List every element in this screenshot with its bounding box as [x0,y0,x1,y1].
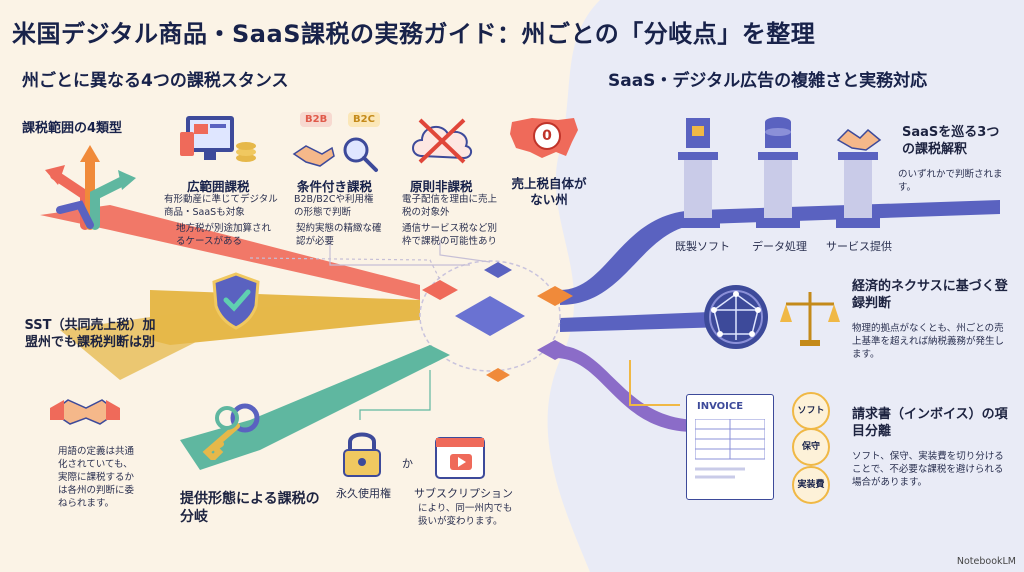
or-label: か [402,457,413,470]
devices-icon [180,116,256,162]
footer-brand: NotebookLM [956,556,1016,567]
keys-icon [202,403,260,460]
type-conditional-body: B2B/B2Cや利用権の形態で判断 [294,194,374,218]
nexus-title: 経済的ネクサスに基づく登録判断 [852,279,1008,311]
subscription-note: により、同一州内でも扱いが変わります。 [418,503,513,527]
type-exempt-body: 電子配信を理由に売上税の対象外 [402,194,498,218]
type-exempt-note: 通信サービス税など別枠で課税の可能性あり [402,223,498,247]
type-exempt-title: 原則非課税 [410,179,473,194]
shield-check-icon [212,272,260,330]
type-conditional-note: 契約実態の精緻な確認が必要 [296,223,382,247]
type-wide-title: 広範囲課税 [187,179,250,194]
right-section-heading: SaaS・デジタル広告の複雑さと実務対応 [608,71,928,91]
branch-arrows-icon [45,145,136,230]
invoice-table-lines [695,419,765,479]
type-wide-note: 地方税が別途加算されるケースがある [176,223,272,247]
saas-title: SaaSを巡る3つの課税解釈 [902,125,1000,157]
invoice-body: ソフト、保守、実装費を切り分けることで、不必要な課税を避けられる場合があります。 [852,451,1004,488]
scope-label: 課税範囲の4類型 [22,121,123,136]
sst-body: 用語の定義は共通化されていても、実際に課税するかは各州の判断に委ねられます。 [58,446,135,509]
sst-title: SST（共同売上税）加盟州でも課税判断は別 [24,318,156,350]
type-conditional-title: 条件付き課税 [297,179,373,194]
left-section-heading: 州ごとに異なる4つの課税スタンス [22,71,289,91]
network-scale-icon [704,285,840,349]
page-title: 米国デジタル商品・SaaS課税の実務ガイド：州ごとの「分岐点」を整理 [12,20,816,48]
invoice-item-implementation: 実装費 [792,466,830,504]
b2c-badge: B2C [348,112,380,127]
type-wide-body: 有形動産に準じてデジタル商品・SaaSも対象 [164,194,278,218]
invoice-item-maintenance: 保守 [792,428,830,466]
invoice-title: 請求書（インボイス）の項目分離 [852,407,1008,439]
subscription-label: サブスクリプション [414,487,513,500]
delivery-title: 提供形態による課税の分岐 [180,491,320,525]
nexus-body: 物理的拠点がなくとも、州ごとの売上基準を超えれば納税義務が発生します。 [852,323,1005,360]
pillar-label-data: データ処理 [752,240,807,253]
perpetual-label: 永久使用権 [336,487,391,500]
b2b-badge: B2B [300,112,333,127]
invoice-document: INVOICE [686,394,774,500]
type-no-tax-title: 売上税自体がない州 [511,176,587,207]
pillars-illustration [676,117,882,228]
crossed-cloud-icon [412,118,472,164]
saas-body: のいずれかで判断されます。 [898,169,1003,193]
handshake-magnifier-icon [292,137,378,172]
lock-icon [343,432,381,477]
pillar-label-service: サービス提供 [826,240,892,253]
subscription-calendar-icon [435,437,485,479]
zero-badge: 0 [533,122,561,150]
invoice-label: INVOICE [697,401,744,412]
invoice-item-software: ソフト [792,392,830,430]
handshake-icon [50,399,120,425]
pillar-label-software: 既製ソフト [675,240,730,253]
